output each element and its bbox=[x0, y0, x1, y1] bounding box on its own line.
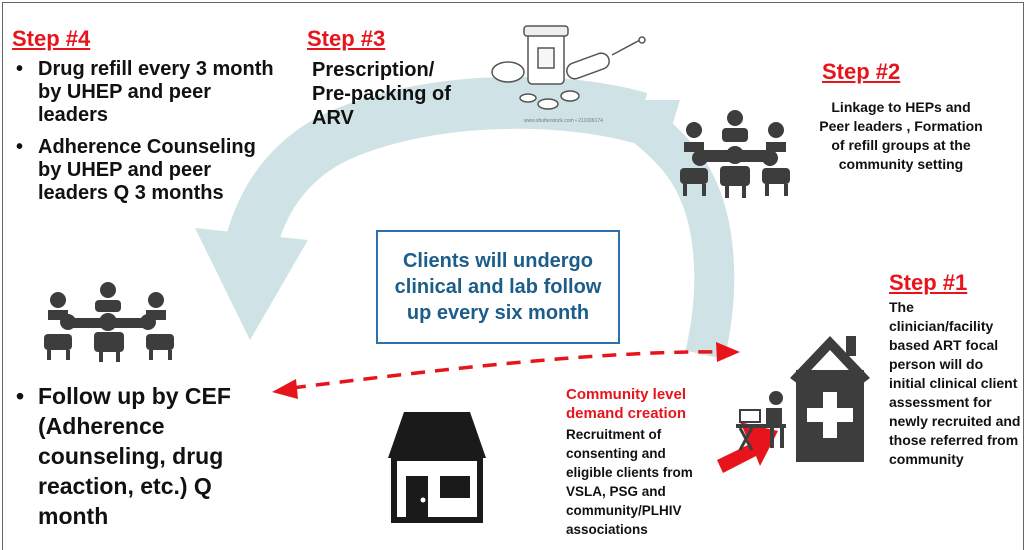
meeting-group-icon-step2 bbox=[680, 110, 790, 198]
pill-bottles-icon bbox=[491, 25, 646, 110]
step4-bullet: Drug refill every 3 month by UHEP and pe… bbox=[12, 58, 284, 127]
community-title: Community level demand creation bbox=[566, 386, 687, 422]
step2-title: Step #2 bbox=[822, 59, 901, 84]
center-box: Clients will undergo clinical and lab fo… bbox=[376, 230, 620, 344]
step1-title: Step #1 bbox=[889, 270, 968, 295]
followup-bullet: Follow up by CEF (Adherence counseling, … bbox=[12, 381, 272, 531]
red-arrow-to-facility bbox=[717, 422, 778, 473]
step1-text: The clinician/facility based ART focal p… bbox=[889, 299, 1021, 467]
community-text: Recruitment of consenting and eligible c… bbox=[566, 427, 693, 537]
dashed-double-arrow bbox=[272, 342, 740, 399]
step3-title: Step #3 bbox=[307, 26, 386, 51]
step4-bullet: Adherence Counseling by UHEP and peer le… bbox=[12, 136, 284, 205]
clinician-desk-icon bbox=[736, 391, 786, 451]
step2-text: Linkage to HEPs and Peer leaders , Forma… bbox=[819, 99, 983, 172]
step4-bullets: Drug refill every 3 month by UHEP and pe… bbox=[12, 58, 284, 214]
cycle-arrow-right bbox=[610, 100, 735, 360]
step3-text: Prescription/ Pre-packing of ARV bbox=[312, 59, 451, 129]
step4-title: Step #4 bbox=[12, 26, 91, 51]
house-icon bbox=[388, 412, 486, 523]
meeting-group-icon-step4 bbox=[44, 282, 174, 362]
center-box-text: Clients will undergo clinical and lab fo… bbox=[394, 250, 602, 324]
followup-bullets: Follow up by CEF (Adherence counseling, … bbox=[12, 381, 272, 531]
health-facility-icon bbox=[790, 336, 870, 462]
watermark: www.shutterstock.com • 211006174 bbox=[524, 118, 603, 124]
